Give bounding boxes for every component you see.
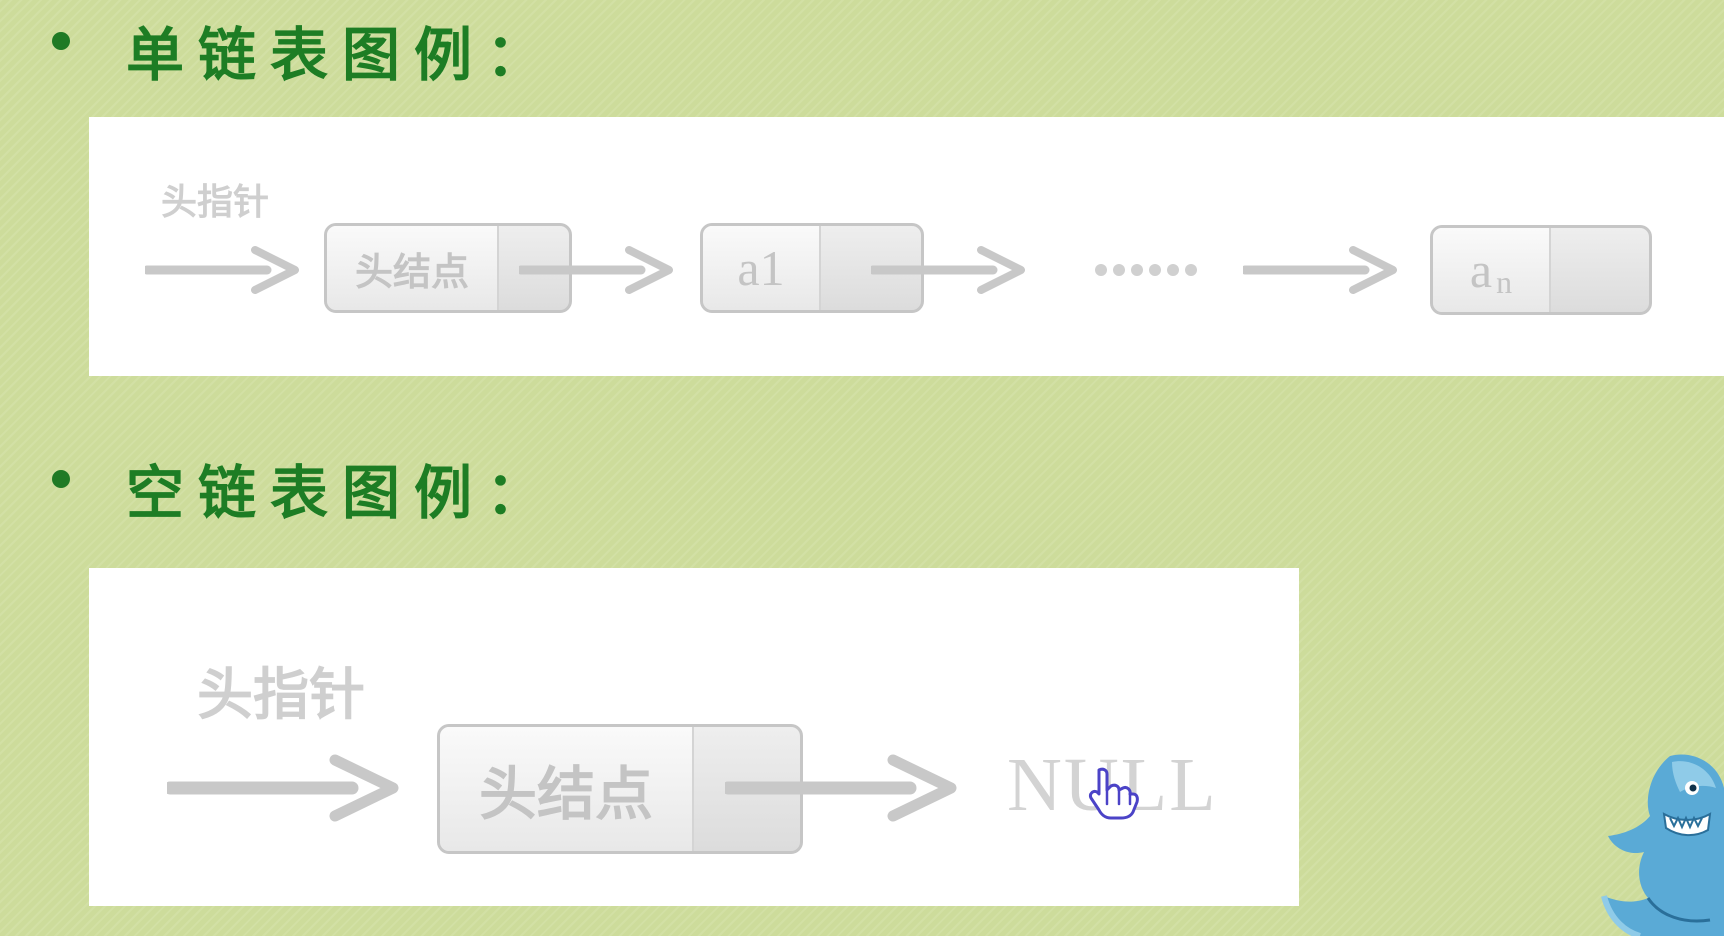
shark-mascot-icon — [1601, 754, 1724, 936]
arrow-right-icon — [871, 246, 1025, 294]
data-node-a1-label: a1 — [703, 226, 821, 310]
bullet-icon — [52, 470, 70, 488]
arrow-right-icon — [519, 246, 673, 294]
ellipsis-dot — [1167, 264, 1179, 276]
data-node-an-subscript: n — [1496, 263, 1513, 300]
ellipsis-dot — [1149, 264, 1161, 276]
empty-list-diagram: 头指针 头结点 NULL — [89, 568, 1299, 906]
ellipsis-dot — [1113, 264, 1125, 276]
data-node-an-base: a — [1469, 242, 1493, 298]
ellipsis — [1095, 264, 1197, 276]
head-pointer-label: 头指针 — [161, 182, 270, 223]
bullet-icon — [52, 32, 70, 50]
arrow-right-icon — [145, 246, 299, 294]
arrow-right-icon — [725, 754, 957, 822]
arrow-right-icon — [1243, 246, 1397, 294]
arrow-right-icon — [167, 754, 399, 822]
ellipsis-dot — [1185, 264, 1197, 276]
head-pointer-label: 头指针 — [197, 663, 365, 728]
ellipsis-dot — [1095, 264, 1107, 276]
section-heading-empty: 空链表图例： — [126, 459, 559, 527]
head-node-label: 头结点 — [327, 226, 499, 310]
ellipsis-dot — [1131, 264, 1143, 276]
head-node: 头结点 — [324, 223, 572, 313]
hand-cursor-icon — [1089, 767, 1139, 820]
head-node-label: 头结点 — [440, 727, 694, 851]
section-heading-singly: 单链表图例： — [126, 21, 559, 89]
data-node-a1: a1 — [700, 223, 924, 313]
